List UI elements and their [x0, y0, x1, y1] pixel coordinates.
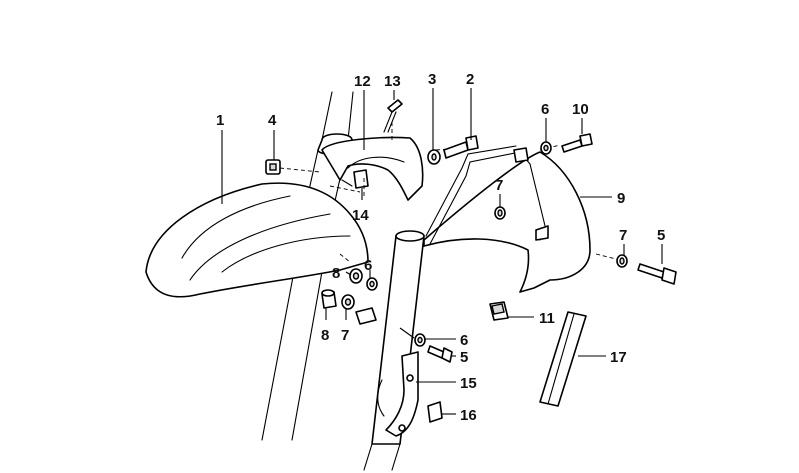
spacer-part-8-lower [321, 289, 337, 309]
leader-lines [221, 88, 663, 415]
callout-4: 4 [268, 112, 277, 129]
washer-part-6-low [414, 333, 426, 347]
washer-part-6-mid [366, 277, 378, 291]
nut-part-4 [265, 159, 281, 175]
callout-14: 14 [352, 207, 369, 224]
callout-9: 9 [617, 190, 625, 207]
bracket-part-15 [377, 351, 419, 437]
pad-part-11 [489, 301, 509, 321]
callout-13: 13 [384, 73, 401, 90]
callout-17: 17 [610, 349, 627, 366]
callout-5-right: 5 [657, 227, 665, 244]
screw-part-13 [383, 99, 403, 133]
callout-16: 16 [460, 407, 477, 424]
callout-11: 11 [539, 310, 555, 327]
callout-7-right: 7 [619, 227, 627, 244]
grommet-part-7-fender [494, 206, 506, 220]
fork-leg-mount [355, 307, 377, 325]
callout-10: 10 [572, 101, 589, 118]
callout-7-fender: 7 [495, 177, 503, 194]
rear-fender-part-9 [423, 145, 591, 293]
washer-part-6-top [540, 141, 552, 155]
callout-5-low: 5 [460, 349, 468, 366]
clip-part-14 [341, 169, 369, 189]
callout-6-top: 6 [541, 101, 549, 118]
callout-12: 12 [354, 73, 371, 90]
callout-2: 2 [466, 71, 474, 88]
washer-part-3 [427, 149, 441, 165]
grommet-part-7-right [616, 254, 628, 268]
callout-6-low: 6 [460, 332, 468, 349]
spacer-part-8-upper [349, 268, 363, 284]
callout-1: 1 [216, 112, 224, 129]
callout-3: 3 [428, 71, 436, 88]
callout-7-left: 7 [341, 327, 349, 344]
pad-part-16 [427, 401, 443, 423]
fork-tube-right [363, 230, 425, 471]
reflector-strip-part-17 [539, 311, 587, 407]
callouts: 1 2 3 4 5 5 6 6 6 7 7 7 8 8 9 10 11 12 1… [216, 71, 665, 424]
callout-15: 15 [460, 375, 477, 392]
front-fender [145, 182, 369, 298]
bolt-part-2 [443, 135, 479, 159]
callout-8-lower: 8 [321, 327, 329, 344]
bolt-part-5-low [427, 345, 453, 363]
callout-6-mid: 6 [364, 257, 372, 274]
bolt-part-10 [561, 133, 593, 153]
grommet-part-7-left [341, 294, 355, 310]
callout-8-upper: 8 [332, 265, 340, 282]
bolt-part-5-right [637, 263, 677, 285]
fender-bracket-upper [321, 136, 424, 201]
